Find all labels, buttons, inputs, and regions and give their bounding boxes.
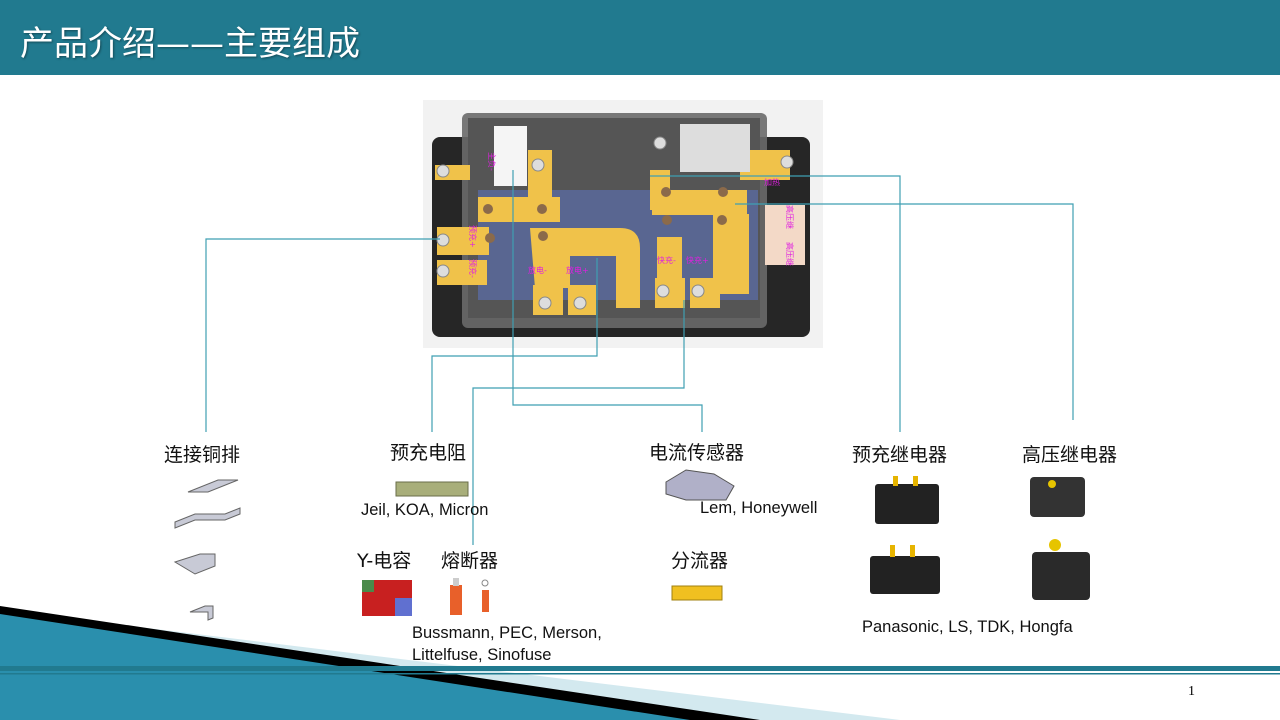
vendors-precharge-resistor: Jeil, KOA, Micron bbox=[361, 501, 489, 519]
label-precharge-relay: 预充继电器 bbox=[852, 444, 948, 466]
label-precharge-plus: 预充+ bbox=[468, 225, 478, 248]
current-sensor-image bbox=[665, 469, 735, 501]
label-heater: 加热 bbox=[764, 177, 780, 187]
precharge-relay-images bbox=[870, 476, 940, 594]
vendors-current-sensor: Lem, Honeywell bbox=[700, 499, 818, 517]
label-fuse: 熔断器 bbox=[441, 550, 499, 572]
fuse-images bbox=[450, 578, 489, 615]
hv-relay-images bbox=[1030, 477, 1090, 600]
busbar-images bbox=[173, 479, 241, 621]
label-fast-minus: 快充- bbox=[657, 255, 676, 265]
leader-busbar bbox=[205, 238, 440, 432]
label-fast-plus: 快充+ bbox=[686, 255, 709, 265]
label-main-minus: 主负- bbox=[487, 152, 497, 171]
label-busbar: 连接铜排 bbox=[164, 444, 241, 466]
leader-fuse bbox=[472, 300, 685, 545]
leader-precharge-relay bbox=[650, 175, 901, 432]
leader-current-sensor bbox=[512, 170, 703, 432]
vendors-relays: Panasonic, LS, TDK, Hongfa bbox=[862, 618, 1073, 636]
label-shunt: 分流器 bbox=[671, 550, 729, 572]
y-capacitor-image bbox=[362, 580, 412, 616]
label-discharge-plus: 放电+ bbox=[566, 265, 589, 275]
leader-lines bbox=[205, 170, 1074, 545]
precharge-resistor-image bbox=[395, 481, 469, 497]
footer-decoration bbox=[0, 606, 1280, 720]
label-hv-relay: 高压继电器 bbox=[1022, 444, 1118, 466]
label-precharge-resistor: 预充电阻 bbox=[390, 442, 467, 464]
leader-hv-relay bbox=[735, 203, 1074, 420]
leader-precharge-resistor bbox=[431, 258, 598, 432]
label-current-sensor: 电流传感器 bbox=[649, 442, 745, 464]
label-hv1: 高压继 bbox=[785, 205, 795, 229]
slide-title: 产品介绍——主要组成 bbox=[20, 24, 360, 64]
shunt-image bbox=[671, 585, 723, 601]
vendors-fuse-line1: Bussmann, PEC, Merson, bbox=[412, 624, 602, 642]
label-y-capacitor: Y-电容 bbox=[357, 550, 412, 572]
label-precharge-minus: 预充- bbox=[468, 259, 478, 278]
page-number: 1 bbox=[1188, 684, 1195, 699]
vendors-fuse-line2: Littelfuse, Sinofuse bbox=[412, 646, 552, 664]
label-hv2: 高压继 bbox=[785, 242, 795, 266]
slide-header: 产品介绍——主要组成 bbox=[0, 0, 1280, 75]
pdu-assembly-image: 放电- 放电+ 快充- 快充+ 加热 预充+ 预充- 主负- 高压继 高压继 bbox=[423, 100, 823, 348]
label-discharge-minus: 放电- bbox=[528, 265, 547, 275]
